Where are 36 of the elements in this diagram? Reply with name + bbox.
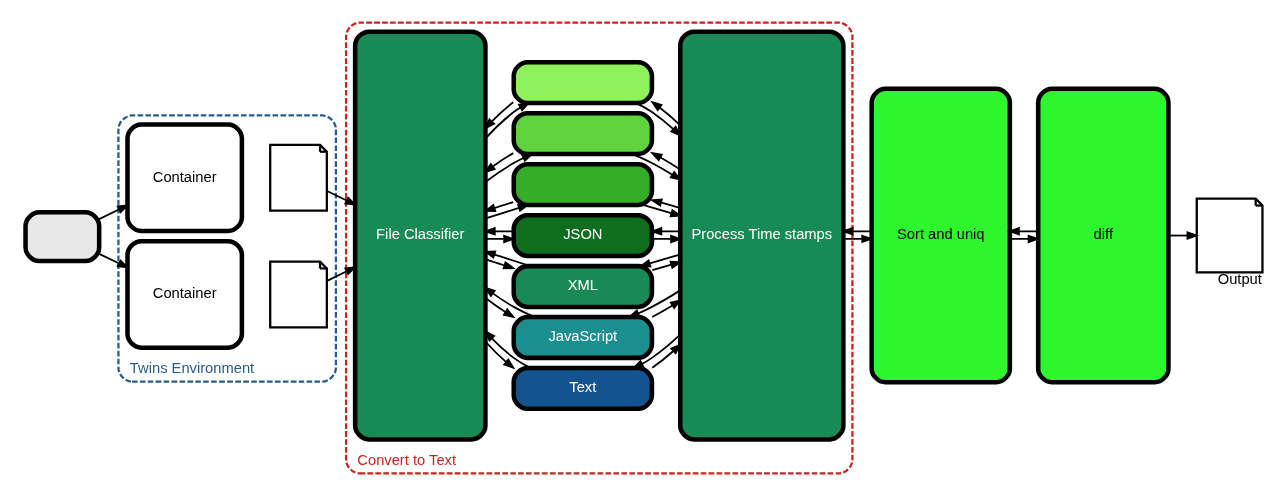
- arrow: [484, 257, 516, 269]
- arrow: [631, 152, 683, 181]
- node-box: Container: [124, 238, 244, 350]
- arrow: [842, 233, 874, 243]
- arrow: [484, 296, 516, 318]
- node-box: [510, 59, 654, 105]
- node-box: Text: [510, 365, 654, 411]
- arrow: [650, 260, 683, 271]
- arrow: [840, 226, 872, 236]
- arrow: [484, 203, 530, 219]
- node-box: [510, 161, 654, 207]
- arrow: [484, 152, 534, 183]
- arrow: [97, 252, 130, 269]
- arrow: [1006, 226, 1039, 236]
- node-label: Output: [1217, 270, 1262, 287]
- arrow: [482, 200, 514, 212]
- arrow: [484, 101, 531, 139]
- arrow: [482, 226, 514, 236]
- arrow: [97, 203, 130, 220]
- node-box: Container: [124, 121, 244, 233]
- arrow: [649, 100, 681, 126]
- node-box: Sort and uniq: [868, 86, 1012, 384]
- arrow: [1167, 230, 1199, 240]
- node-box: [22, 209, 101, 263]
- arrow: [650, 298, 682, 318]
- node-box: [510, 110, 654, 156]
- node-box: Process Time stamps: [677, 28, 846, 442]
- node-box: XML: [510, 263, 654, 309]
- node-box: JavaScript: [510, 314, 654, 360]
- arrow: [649, 151, 681, 170]
- node-box: diff: [1035, 86, 1171, 384]
- node-box: JSON: [510, 212, 654, 258]
- arrow: [484, 340, 515, 369]
- node-box: File Classifier: [352, 28, 488, 442]
- arrow: [649, 198, 681, 209]
- arrow: [642, 203, 683, 217]
